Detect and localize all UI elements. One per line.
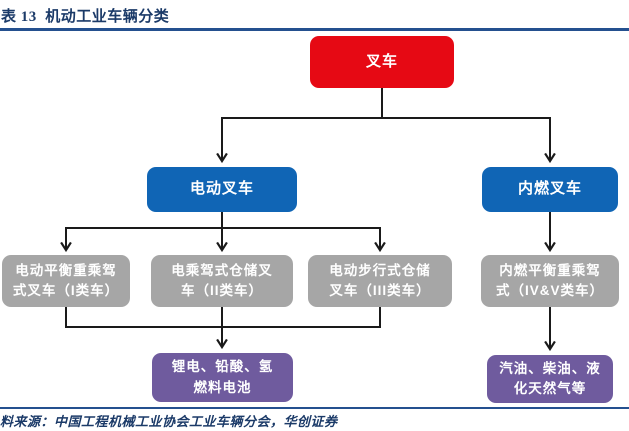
node-label: 叉车 (365, 52, 398, 70)
node-label-line2: 燃料电池 (193, 379, 252, 395)
page-title: 表 13 机动工业车辆分类 (1, 9, 170, 25)
node-label-line2: 化天然气等 (513, 381, 587, 396)
node-electric-forklift: 电动叉车 (147, 167, 297, 212)
node-class3-walkie-warehouse: 电动步行式仓储 叉车（III类车） (308, 255, 452, 307)
node-label-line2: 式（IV&V类车） (495, 283, 604, 298)
node-label-line2: 叉车（III类车） (329, 283, 431, 298)
node-label-line2: 车（II类车） (180, 283, 263, 298)
node-combustion-forklift: 内燃叉车 (482, 167, 618, 212)
node-class4-5-ic-counterbalance: 内燃平衡重乘驾 式（IV&V类车） (481, 255, 619, 307)
node-electric-power-sources: 锂电、铅酸、氢 燃料电池 (152, 353, 293, 402)
source-note: 料来源：中国工程机械工业协会工业车辆分会，华创证券 (0, 414, 338, 429)
node-combustion-fuel-sources: 汽油、柴油、液 化天然气等 (487, 355, 613, 403)
node-forklift: 叉车 (310, 36, 454, 88)
node-label-line1: 锂电、铅酸、氢 (171, 359, 274, 375)
node-class1-counterbalance: 电动平衡重乘驾 式叉车（I类车） (2, 255, 130, 307)
node-label-line1: 汽油、柴油、液 (499, 360, 601, 376)
node-label-line1: 电动步行式仓储 (329, 262, 431, 278)
node-label-line1: 电乘驾式仓储叉 (171, 262, 273, 278)
node-label-line1: 内燃平衡重乘驾 (499, 262, 601, 278)
node-label: 电动叉车 (189, 180, 254, 198)
footer-rule (0, 407, 629, 409)
node-label: 内燃叉车 (517, 180, 582, 198)
title-underline (0, 28, 629, 31)
node-label-line2: 式叉车（I类车） (12, 283, 120, 298)
node-class2-rider-warehouse: 电乘驾式仓储叉 车（II类车） (151, 255, 293, 307)
node-label-line1: 电动平衡重乘驾 (15, 262, 117, 278)
